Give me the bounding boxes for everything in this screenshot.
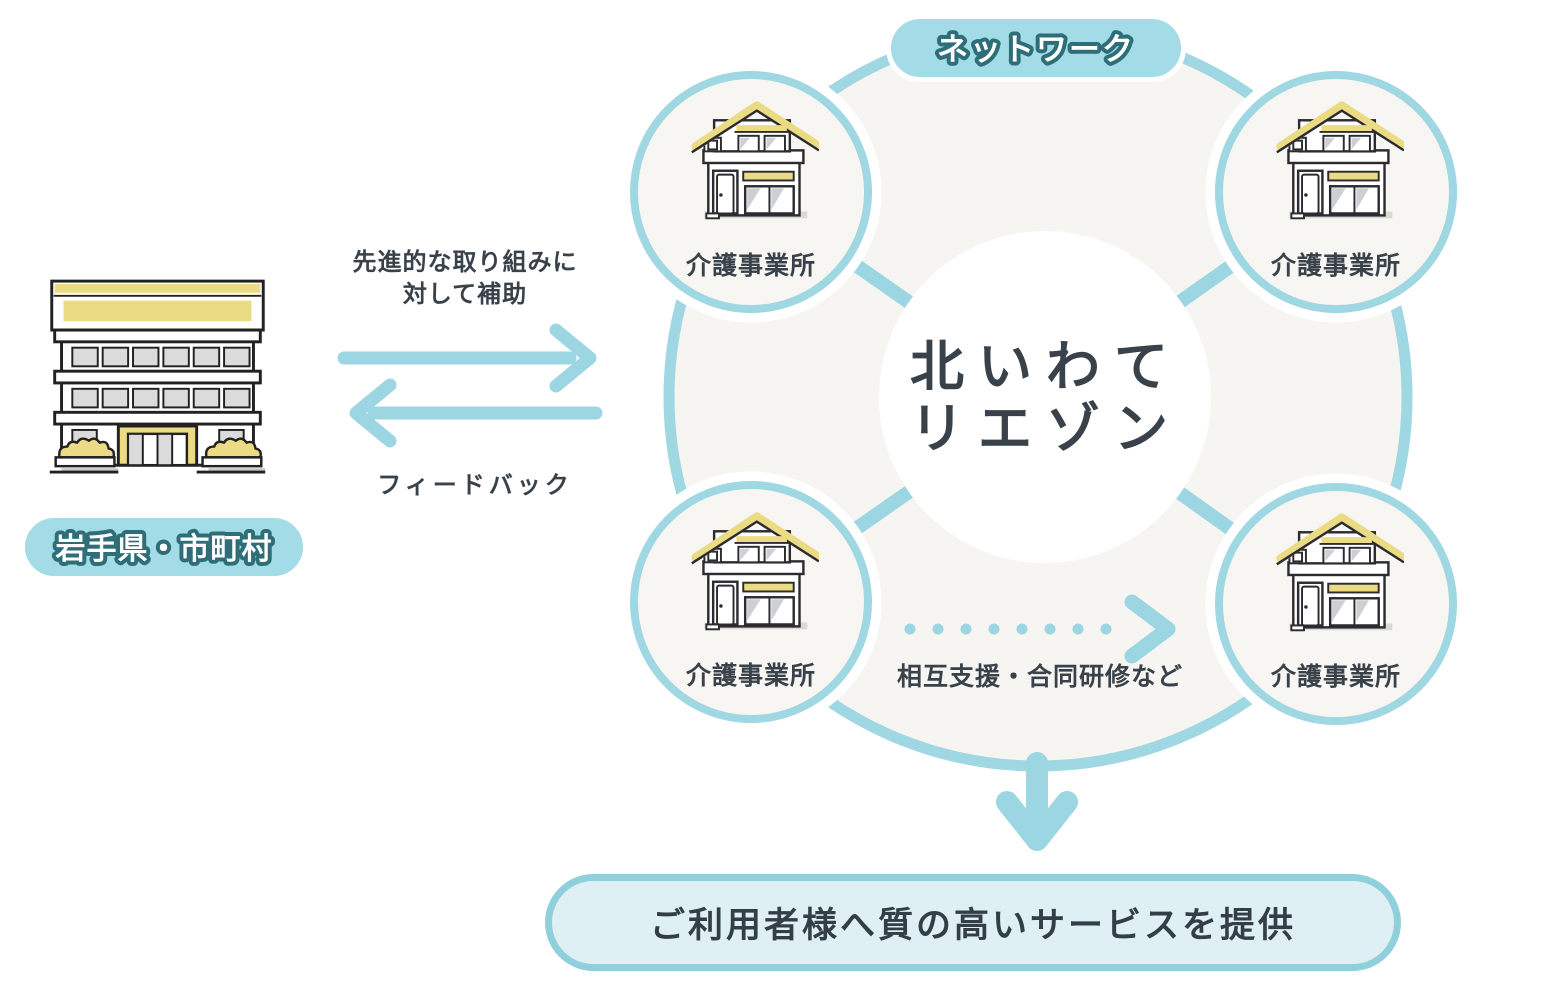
mutual-support-arrow	[904, 594, 1176, 664]
subsidy-arrow	[337, 323, 597, 393]
outcome-banner-label: ご利用者様へ質の高いサービスを提供	[649, 906, 1296, 945]
node-label-bottom-left: 介護事業所	[685, 662, 816, 690]
feedback-arrow-label: フィードバック	[377, 472, 573, 499]
government-badge-label: 岩手県・市町村	[56, 532, 273, 566]
network-badge-label: ネットワーク	[937, 32, 1135, 67]
node-label-bottom-right: 介護事業所	[1270, 663, 1401, 691]
government-badge: 岩手県・市町村	[20, 513, 308, 581]
subsidy-arrow-label: 先進的な取り組みに 対して補助	[325, 247, 605, 312]
outcome-arrow	[996, 752, 1078, 851]
hub-title-line2: リエゾン	[910, 399, 1182, 459]
node-label-top-left: 介護事業所	[685, 252, 816, 280]
node-halos	[620, 61, 1467, 735]
subsidy-label-line1: 先進的な取り組みに	[352, 249, 578, 276]
government-building-icon	[50, 281, 265, 472]
network-badge: ネットワーク	[886, 14, 1186, 82]
mutual-support-label: 相互支援・合同研修など	[896, 663, 1183, 691]
hub-circle	[879, 231, 1211, 563]
hub-title: 北いわて リエゾン	[858, 336, 1234, 460]
subsidy-label-line2: 対して補助	[402, 281, 528, 309]
feedback-arrow	[349, 378, 603, 448]
hub-title-line1: 北いわて	[910, 337, 1182, 397]
outcome-banner: ご利用者様へ質の高いサービスを提供	[545, 874, 1401, 971]
node-label-top-right: 介護事業所	[1270, 252, 1401, 280]
